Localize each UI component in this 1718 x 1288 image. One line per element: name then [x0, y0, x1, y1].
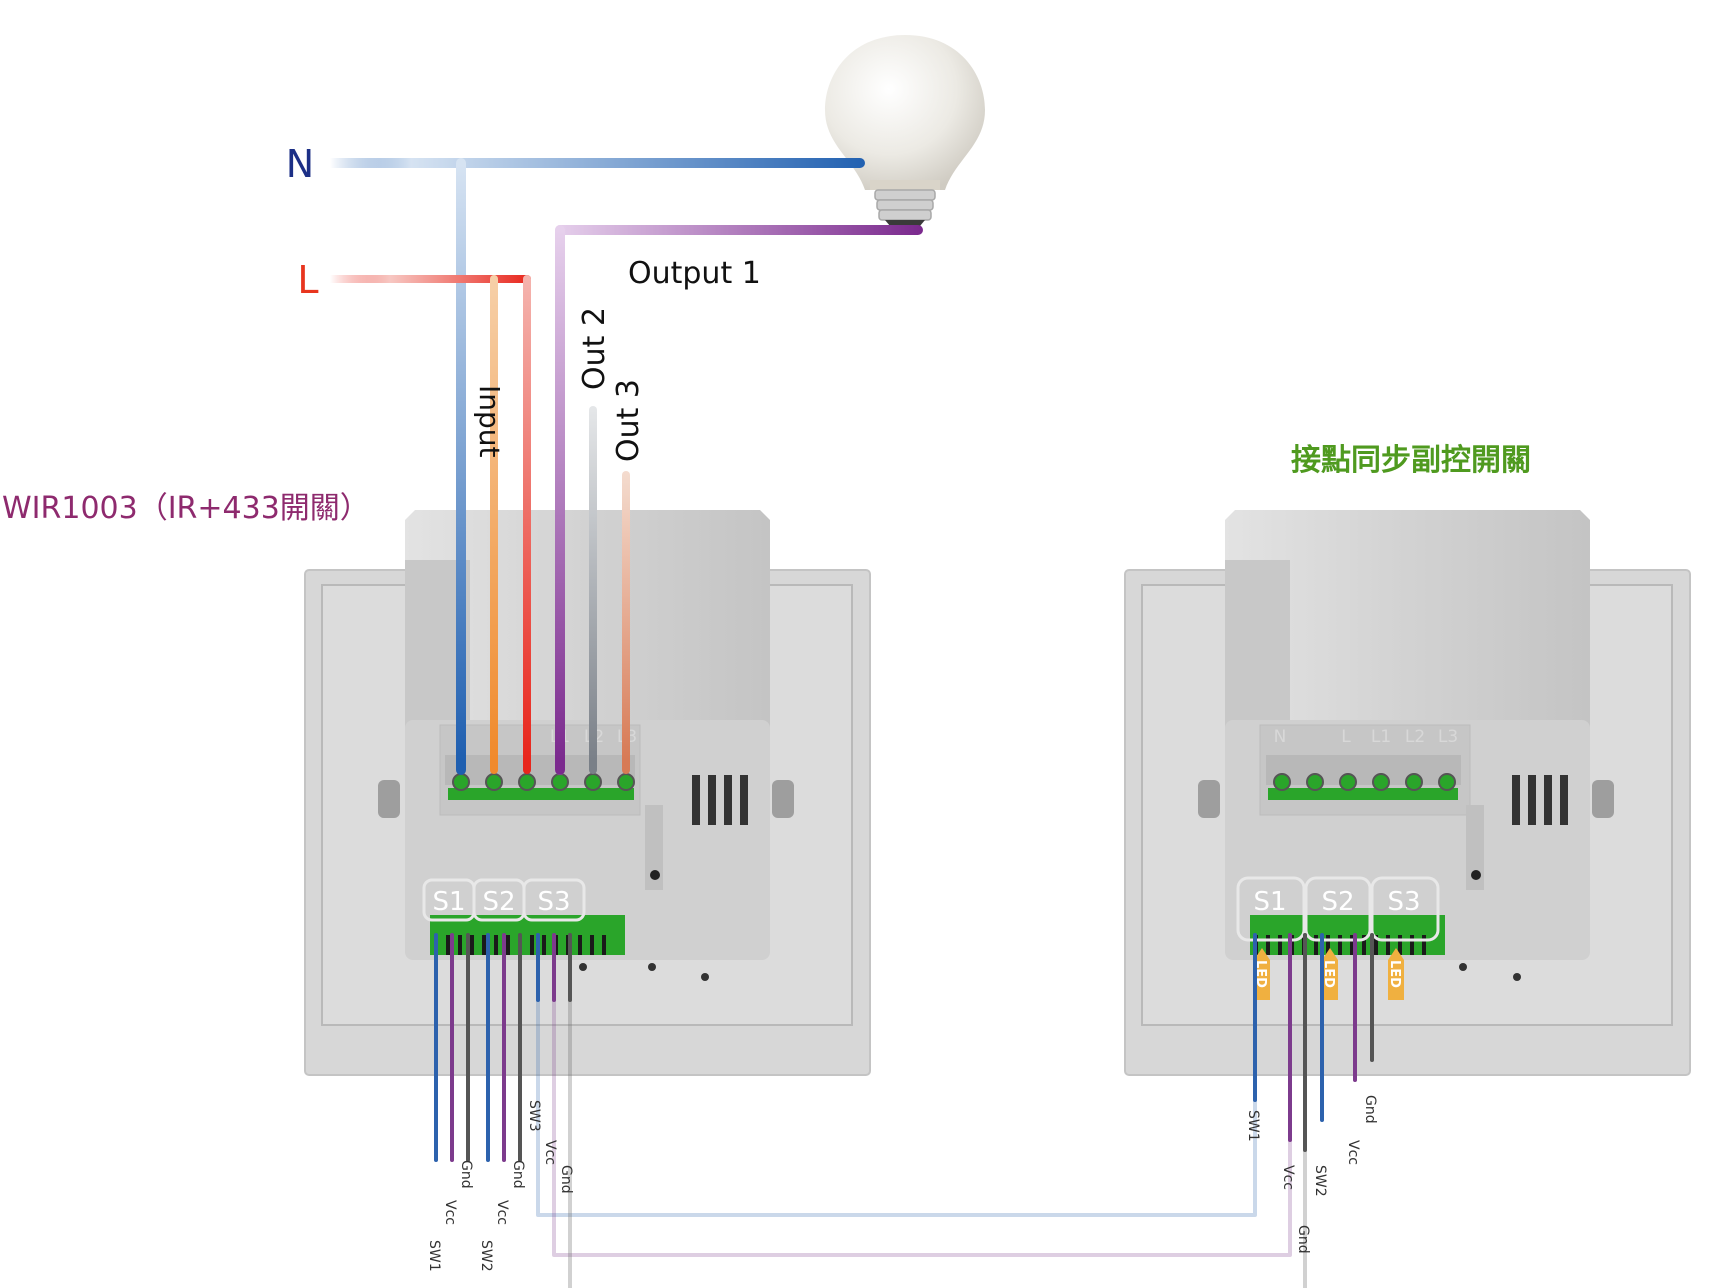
sub-terminal-label: L3 [1438, 727, 1458, 747]
main-socket-pins [430, 915, 625, 955]
sub-signal-labels: SW1 Vcc Gnd SW2 Vcc Gnd [1245, 1095, 1378, 1254]
led-badges: LED LED LED [1253, 948, 1404, 1000]
sub-gnd1-label: Gnd [1295, 1225, 1311, 1254]
main-vcc2-label: Vcc [494, 1200, 510, 1225]
neutral-label: N [286, 142, 314, 186]
main-sw3-label: SW3 [526, 1100, 542, 1132]
sub-housing-shade [1225, 560, 1290, 730]
main-gnd3-label: Gnd [558, 1165, 574, 1194]
main-vcc3-label: Vcc [542, 1140, 558, 1165]
main-socket-label: S2 [482, 887, 515, 917]
main-socket-label: S1 [432, 887, 465, 917]
sub-gnd2-label: Gnd [1362, 1095, 1378, 1124]
sub-sw2-label: SW2 [1312, 1165, 1328, 1197]
led-badge: LED [1387, 948, 1404, 1000]
main-clip [645, 805, 663, 890]
sub-clip [1466, 805, 1484, 890]
sub-device-label: 接點同步副控開關 [1291, 443, 1531, 478]
main-gnd2-label: Gnd [510, 1160, 526, 1189]
main-gnd1-label: Gnd [458, 1160, 474, 1189]
main-sw2-label: SW2 [478, 1240, 494, 1272]
sub-socket-labels: S1 S2 S3 [1236, 876, 1440, 942]
sub-socket-label: S3 [1387, 887, 1420, 917]
sub-socket-label: S1 [1253, 887, 1286, 917]
main-vent [692, 775, 748, 825]
main-wires [325, 158, 923, 775]
sub-sw1-label: SW1 [1245, 1110, 1261, 1142]
led-label: LED [1387, 960, 1402, 988]
out3-label: Out 3 [611, 379, 646, 462]
led-badge: LED [1321, 948, 1338, 1000]
sub-socket-label: S2 [1321, 887, 1354, 917]
sub-terminals [1266, 755, 1461, 800]
sub-terminal-label: N [1274, 727, 1287, 747]
output1-label: Output 1 [628, 256, 761, 291]
input-label: Input [473, 385, 506, 458]
main-side-tab-left [378, 780, 400, 818]
signal-wires [434, 933, 1374, 1288]
sub-terminal-label: L [1341, 727, 1351, 747]
sub-side-tab-left [1198, 780, 1220, 818]
main-vcc1-label: Vcc [442, 1200, 458, 1225]
led-label: LED [1321, 960, 1336, 988]
live-label: L [297, 258, 318, 302]
sub-terminal-label: L1 [1371, 727, 1391, 747]
sub-terminal-labels: N L L1 L2 L3 [1274, 727, 1459, 747]
sub-vent [1512, 775, 1568, 825]
main-switch: L1 L2 L3 [304, 510, 871, 1076]
sub-vcc2-label: Vcc [1345, 1140, 1361, 1165]
main-housing-shade [405, 560, 470, 730]
main-device-label: WIR1003（IR+433開關） [2, 491, 370, 526]
main-terminals [445, 755, 635, 800]
light-bulb-icon [825, 35, 985, 232]
main-signal-labels: SW1 Vcc Gnd SW2 Vcc Gnd SW3 Vcc Gnd [426, 1100, 574, 1272]
out2-label: Out 2 [577, 307, 612, 390]
sub-switch: N L L1 L2 L3 [1124, 510, 1691, 1076]
main-socket-labels: S1 S2 S3 [422, 878, 586, 922]
sub-socket-pins [1250, 915, 1445, 955]
main-socket-label: S3 [537, 887, 570, 917]
sub-side-tab-right [1592, 780, 1614, 818]
sub-vcc1-label: Vcc [1280, 1165, 1296, 1190]
main-sw1-label: SW1 [426, 1240, 442, 1272]
sub-housing-top [1225, 510, 1590, 730]
main-side-tab-right [772, 780, 794, 818]
sub-terminal-label: L2 [1405, 727, 1425, 747]
